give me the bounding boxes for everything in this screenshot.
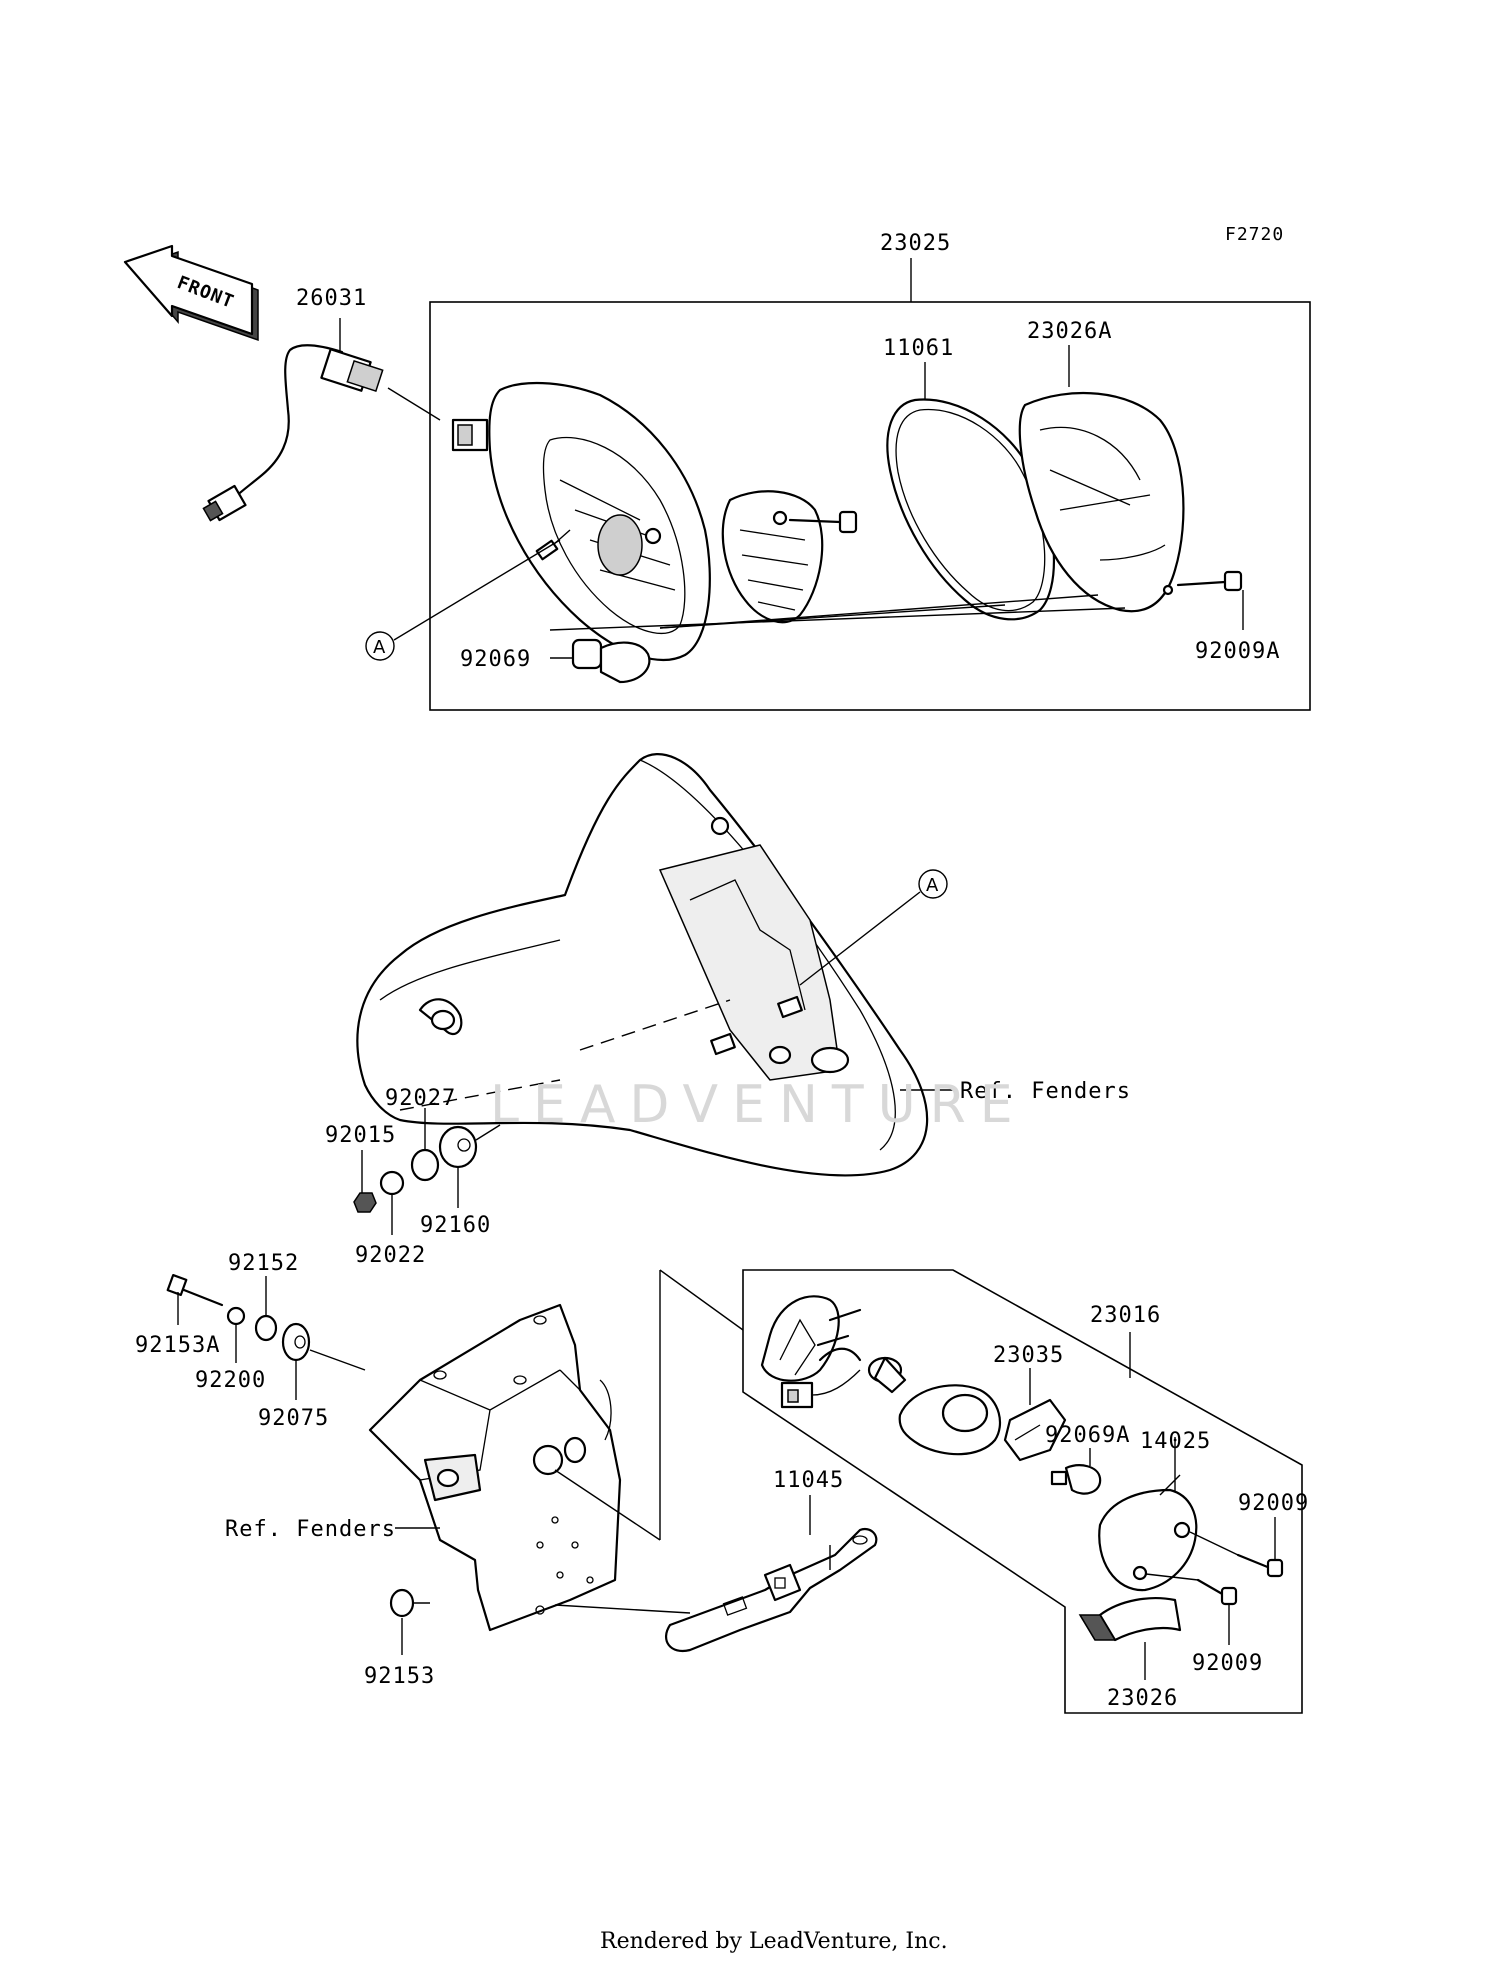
cover-14025 [1098, 1474, 1198, 1592]
part-14025-label: 14025 [1140, 1429, 1211, 1454]
part-92009-bottom-label: 92009 [1192, 1651, 1263, 1676]
part-92069-label: 92069 [460, 647, 531, 672]
callout-a-upper-letter: A [373, 637, 386, 658]
part-23026A-label: 23026A [1027, 319, 1112, 344]
gasket-11061 [886, 398, 1056, 621]
part-23025-label: 23025 [880, 231, 951, 256]
part-23026-label: 23026 [1107, 1686, 1178, 1711]
lens-23026A [1018, 391, 1243, 613]
front-arrow-icon: FRONT [123, 244, 259, 342]
part-26031-label: 26031 [296, 286, 367, 311]
part-92152-label: 92152 [228, 1251, 299, 1276]
part-92153-label: 92153 [364, 1664, 435, 1689]
part-92009A-label: 92009A [1195, 639, 1280, 664]
part-92022-label: 92022 [355, 1243, 426, 1268]
figure-code: F2720 [1225, 224, 1284, 245]
rear-fender [356, 753, 929, 1177]
ref-fenders-lower: Ref. Fenders [225, 1517, 396, 1542]
watermark: LEADVENTURE [490, 1075, 1027, 1135]
wiring-harness-26031 [202, 344, 489, 522]
callout-a-fender-letter: A [926, 875, 939, 896]
callout-a-upper [365, 631, 395, 661]
callout-a-fender [918, 869, 948, 899]
part-11045-label: 11045 [773, 1468, 844, 1493]
bulb-92069A [1050, 1464, 1102, 1495]
lens-23026 [1078, 1597, 1182, 1642]
part-92027-label: 92027 [385, 1086, 456, 1111]
part-92009-top-label: 92009 [1238, 1491, 1309, 1516]
ref-fenders-upper: Ref. Fenders [960, 1079, 1131, 1104]
part-92200-label: 92200 [195, 1368, 266, 1393]
part-11061-label: 11061 [883, 336, 954, 361]
bracket-fasteners [166, 1273, 366, 1371]
screws-92009 [1145, 1531, 1284, 1606]
nut-92153 [389, 1588, 430, 1655]
light-base [760, 1295, 907, 1409]
reflector [721, 490, 858, 624]
part-92069A-label: 92069A [1045, 1423, 1130, 1448]
license-bracket [368, 1303, 622, 1632]
part-23016-label: 23016 [1090, 1303, 1161, 1328]
taillight-housing [488, 381, 711, 662]
taillight-assembly-box [429, 301, 1311, 711]
socket-23035 [898, 1384, 1067, 1462]
part-92160-label: 92160 [420, 1213, 491, 1238]
license-light-box [742, 1269, 1303, 1714]
fastener-stack [353, 1124, 501, 1213]
bulb-92069 [550, 638, 651, 684]
part-92153A-label: 92153A [135, 1333, 220, 1358]
part-23035-label: 23035 [993, 1343, 1064, 1368]
plate-holder-11045 [665, 1527, 878, 1653]
part-92075-label: 92075 [258, 1406, 329, 1431]
footer-credit: Rendered by LeadVenture, Inc. [600, 1929, 948, 1954]
part-92015-label: 92015 [325, 1123, 396, 1148]
